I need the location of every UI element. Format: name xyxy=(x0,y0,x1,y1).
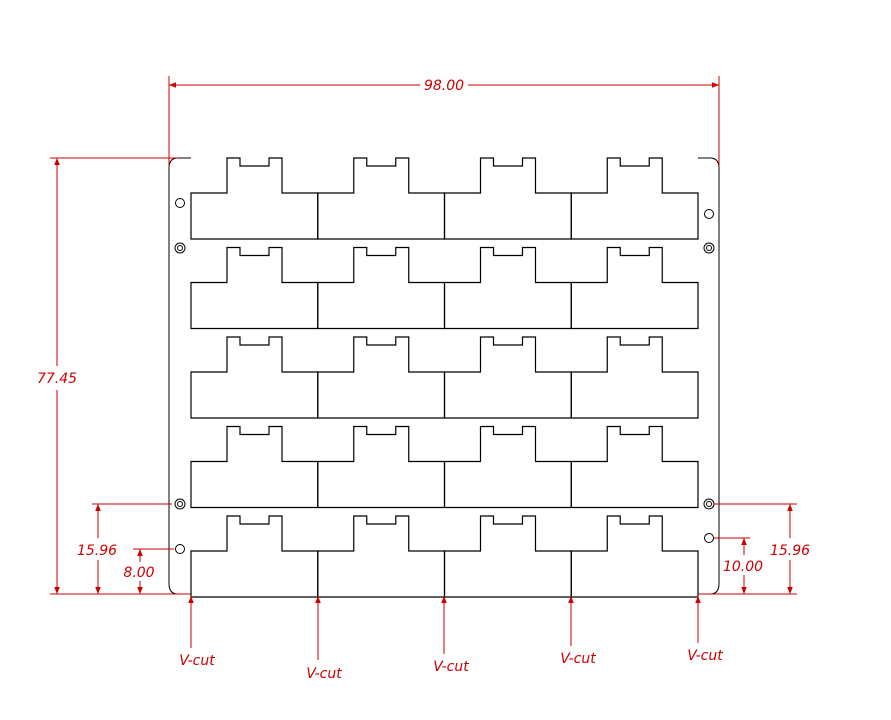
fiducial-icon xyxy=(174,242,186,254)
right-rail xyxy=(698,157,720,595)
vcut-label-3: V-cut xyxy=(433,659,469,675)
board-outline xyxy=(317,425,446,509)
board-outline xyxy=(443,425,572,509)
board-outline xyxy=(190,336,319,419)
board-outline xyxy=(570,157,699,240)
mounting-hole-icon xyxy=(704,209,714,219)
board-outline xyxy=(443,246,572,330)
tooling-holes xyxy=(174,198,715,554)
board-outline xyxy=(190,246,319,330)
overall-height-label: 77.45 xyxy=(37,371,77,387)
board-outline xyxy=(443,336,572,419)
right-hole-height-label: 10.00 xyxy=(723,559,763,575)
vcut-markers: V-cut V-cut V-cut V-cut V-cut xyxy=(179,596,723,682)
board-outline xyxy=(317,336,446,419)
board-outline xyxy=(317,157,446,240)
board-array xyxy=(190,157,699,598)
board-outline xyxy=(190,157,319,240)
vcut-label-1: V-cut xyxy=(179,653,215,669)
board-outline xyxy=(443,515,572,598)
vcut-label-5: V-cut xyxy=(687,648,723,664)
dimension-lines: 98.00 77.45 15.96 8.00 15.96 10.00 xyxy=(37,76,810,595)
right-fiducial-height-label: 15.96 xyxy=(770,543,810,559)
vcut-label-4: V-cut xyxy=(560,651,596,667)
vcut-label-2: V-cut xyxy=(306,666,342,682)
fiducial-icon xyxy=(703,242,715,254)
mounting-hole-icon xyxy=(175,544,185,554)
board-outline xyxy=(570,515,699,598)
fiducial-icon xyxy=(703,498,715,510)
board-outline xyxy=(317,246,446,330)
panel-rails xyxy=(168,157,720,595)
board-outline xyxy=(190,425,319,509)
fiducial-icon xyxy=(174,498,186,510)
mounting-hole-icon xyxy=(704,533,714,543)
mounting-hole-icon xyxy=(175,198,185,208)
left-rail xyxy=(168,157,191,595)
board-outline xyxy=(317,515,446,598)
board-outline xyxy=(570,246,699,330)
left-fiducial-height-label: 15.96 xyxy=(77,543,117,559)
left-hole-height-label: 8.00 xyxy=(123,565,154,581)
board-outline xyxy=(443,157,572,240)
board-outline xyxy=(570,425,699,509)
overall-width-label: 98.00 xyxy=(424,78,464,94)
board-outline xyxy=(570,336,699,419)
board-outline xyxy=(190,515,319,598)
